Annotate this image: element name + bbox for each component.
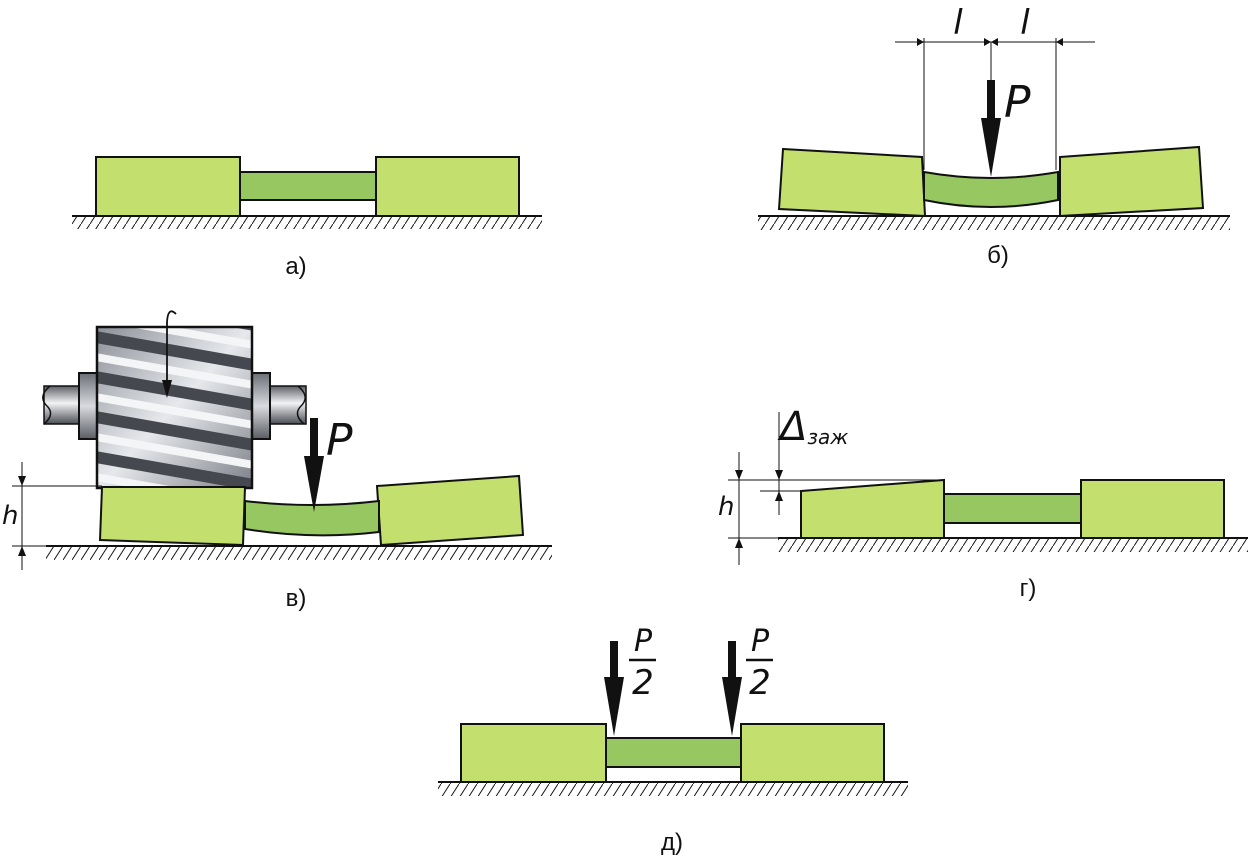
panel-a-caption: а) bbox=[285, 253, 306, 280]
panel-v: P h в) bbox=[2, 310, 552, 612]
left-pad-wedge bbox=[800, 478, 945, 539]
strip bbox=[943, 493, 1082, 524]
dim-arrow bbox=[917, 38, 924, 46]
clamp-gap-symbol: Δ bbox=[777, 404, 807, 450]
base-hatch bbox=[758, 216, 1230, 230]
dim-arrow bbox=[775, 470, 783, 480]
panel-g: h Δзаж г) bbox=[718, 404, 1248, 602]
force-arrow-shaft bbox=[310, 418, 318, 458]
panel-g-caption: г) bbox=[1020, 575, 1037, 602]
clamp-gap-label: Δзаж bbox=[777, 404, 848, 450]
base-hatch bbox=[46, 546, 552, 560]
dim-arrow bbox=[1056, 38, 1063, 46]
panel-b: l l P б) bbox=[758, 3, 1230, 269]
left-pad bbox=[777, 147, 927, 218]
strip bbox=[244, 499, 380, 537]
panel-d-caption: д) bbox=[661, 829, 683, 856]
left-pad bbox=[95, 156, 241, 217]
height-label: h bbox=[718, 492, 734, 522]
dim-arrow bbox=[18, 476, 26, 486]
force-arrow-shaft-right bbox=[728, 641, 736, 679]
right-pad bbox=[375, 156, 520, 217]
force-left-denominator: 2 bbox=[632, 663, 654, 703]
span-label-left: l bbox=[953, 3, 963, 43]
shaft-break bbox=[296, 385, 306, 425]
panel-a: а) bbox=[72, 156, 542, 280]
force-label: P bbox=[1004, 77, 1031, 128]
panel-b-caption: б) bbox=[987, 242, 1009, 269]
base-hatch bbox=[778, 538, 1248, 552]
rotation-arrow bbox=[166, 310, 177, 386]
panel-d: P 2 P 2 д) bbox=[438, 624, 908, 856]
strip bbox=[239, 171, 377, 201]
force-arrow-head bbox=[981, 118, 1001, 177]
strip bbox=[605, 737, 742, 768]
force-arrow-shaft-left bbox=[610, 641, 618, 679]
force-right-denominator: 2 bbox=[749, 663, 771, 703]
knurled-roller bbox=[95, 325, 254, 490]
force-arrow-head bbox=[304, 456, 324, 512]
left-pad bbox=[98, 486, 247, 547]
strip bbox=[923, 170, 1059, 208]
dim-arrow bbox=[18, 546, 26, 556]
right-pad bbox=[1059, 145, 1205, 218]
rotation-arrow-head bbox=[162, 380, 172, 398]
dim-arrow bbox=[984, 38, 991, 46]
dim-arrow bbox=[775, 491, 783, 501]
force-arrow-shaft bbox=[987, 80, 995, 120]
force-right-numerator: P bbox=[751, 624, 770, 659]
base-hatch bbox=[72, 216, 542, 229]
dim-arrow bbox=[735, 538, 743, 548]
force-label: P bbox=[326, 415, 353, 466]
dim-arrow bbox=[991, 38, 998, 46]
clamp-gap-subscript: заж bbox=[807, 425, 848, 449]
span-label-right: l bbox=[1020, 3, 1030, 43]
right-pad bbox=[1080, 479, 1225, 539]
height-label: h bbox=[2, 501, 18, 531]
dim-arrow bbox=[735, 470, 743, 480]
force-left-numerator: P bbox=[634, 624, 653, 659]
force-arrow-head-right bbox=[722, 677, 742, 736]
force-arrow-head-left bbox=[604, 677, 624, 736]
panel-v-caption: в) bbox=[286, 585, 307, 612]
left-pad bbox=[460, 723, 607, 783]
right-pad bbox=[375, 474, 525, 547]
right-pad bbox=[740, 723, 885, 783]
base-hatch bbox=[438, 782, 908, 796]
shaft-break bbox=[42, 385, 52, 425]
